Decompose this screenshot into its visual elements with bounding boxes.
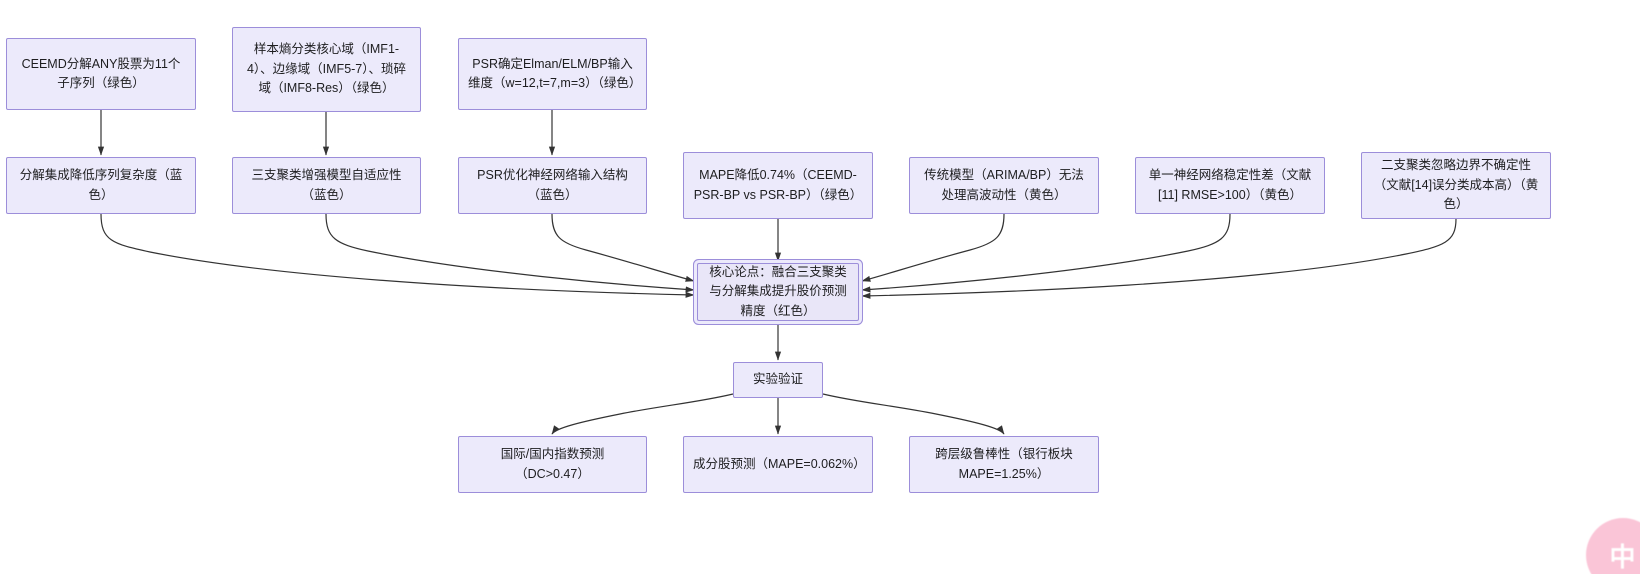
edge-n5-core (325, 213, 695, 293)
node-label: 二支聚类忽略边界不确定性（文献[14]误分类成本高）（黄色） (1373, 158, 1539, 212)
node-ceemd-decomposition[interactable]: CEEMD分解ANY股票为11个子序列（绿色） (6, 38, 196, 110)
node-traditional-model-limitation[interactable]: 传统模型（ARIMA/BP）无法处理高波动性（黄色） (909, 157, 1099, 214)
node-experimental-validation[interactable]: 实验验证 (733, 362, 823, 398)
node-sample-entropy-classification[interactable]: 样本熵分类核心域（IMF1-4）、边缘域（IMF5-7）、琐碎域（IMF8-Re… (232, 27, 421, 112)
node-label: CEEMD分解ANY股票为11个子序列（绿色） (21, 56, 181, 90)
node-label: 分解集成降低序列复杂度（蓝色） (19, 168, 183, 202)
node-two-way-clustering-boundary[interactable]: 二支聚类忽略边界不确定性（文献[14]误分类成本高）（黄色） (1361, 152, 1551, 219)
watermark-text: 中 (1609, 541, 1637, 572)
node-decomposition-reduces-complexity[interactable]: 分解集成降低序列复杂度（蓝色） (6, 157, 196, 214)
edge-n10-core (861, 218, 1457, 299)
node-label: 成分股预测（MAPE=0.062%） (693, 456, 866, 471)
edge-n8-core (861, 213, 1005, 282)
node-label: PSR优化神经网络输入结构（蓝色） (477, 168, 628, 202)
node-core-thesis[interactable]: 核心论点：融合三支聚类与分解集成提升股价预测精度（红色） (697, 263, 859, 321)
node-label: MAPE降低0.74%（CEEMD-PSR-BP vs PSR-BP）（绿色） (693, 168, 863, 202)
node-constituent-stock-result[interactable]: 成分股预测（MAPE=0.062%） (683, 436, 873, 493)
node-single-network-instability[interactable]: 单一神经网络稳定性差（文献[11] RMSE>100）（黄色） (1135, 157, 1325, 214)
edge-n11-n14 (822, 393, 1005, 435)
edge-n6-core (551, 213, 695, 282)
node-label: PSR确定Elman/ELM/BP输入维度（w=12,t=7,m=3）（绿色） (468, 56, 642, 90)
node-label: 三支聚类增强模型自适应性（蓝色） (251, 168, 402, 202)
node-label: 实验验证 (752, 372, 803, 387)
node-psr-optimizes-network-input[interactable]: PSR优化神经网络输入结构（蓝色） (458, 157, 647, 214)
node-label: 国际/国内指数预测（DC>0.47） (500, 447, 605, 481)
node-cross-level-robustness-result[interactable]: 跨层级鲁棒性（银行板块MAPE=1.25%） (909, 436, 1099, 493)
edge-n4-core (100, 213, 695, 298)
edge-n11-n12 (551, 393, 734, 435)
node-mape-improvement[interactable]: MAPE降低0.74%（CEEMD-PSR-BP vs PSR-BP）（绿色） (683, 152, 873, 219)
node-label: 传统模型（ARIMA/BP）无法处理高波动性（黄色） (924, 168, 1084, 202)
node-psr-input-dimension[interactable]: PSR确定Elman/ELM/BP输入维度（w=12,t=7,m=3）（绿色） (458, 38, 647, 110)
node-label: 样本熵分类核心域（IMF1-4）、边缘域（IMF5-7）、琐碎域（IMF8-Re… (246, 42, 407, 96)
node-three-way-clustering-adaptivity[interactable]: 三支聚类增强模型自适应性（蓝色） (232, 157, 421, 214)
watermark-badge: 中 (1586, 518, 1640, 574)
node-label: 核心论点：融合三支聚类与分解集成提升股价预测精度（红色） (709, 264, 847, 318)
edge-n9-core (861, 213, 1231, 293)
node-label: 跨层级鲁棒性（银行板块MAPE=1.25%） (935, 447, 1073, 481)
node-label: 单一神经网络稳定性差（文献[11] RMSE>100）（黄色） (1148, 168, 1312, 202)
node-index-forecast-result[interactable]: 国际/国内指数预测（DC>0.47） (458, 436, 647, 493)
